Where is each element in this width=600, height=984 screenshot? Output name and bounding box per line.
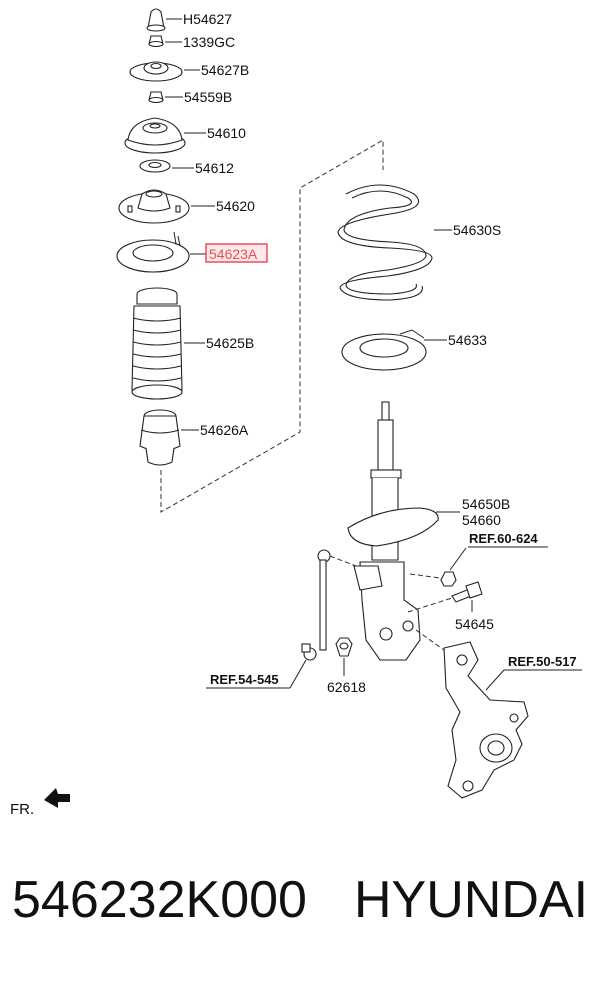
part-spring-54630s[interactable] xyxy=(337,184,433,301)
label-54627b: 54627B xyxy=(201,62,249,78)
ref-54-545[interactable]: REF.54-545 xyxy=(210,672,279,687)
label-54620: 54620 xyxy=(216,198,255,214)
label-1339gc: 1339GC xyxy=(183,34,235,50)
front-marker-label: FR. xyxy=(10,801,34,818)
label-54625b: 54625B xyxy=(206,335,254,351)
part-steering-knuckle[interactable] xyxy=(443,641,529,799)
front-direction-arrow-icon xyxy=(44,788,70,808)
label-54633: 54633 xyxy=(448,332,487,348)
part-pad-54623a[interactable] xyxy=(116,231,190,273)
highlight-box-54623a xyxy=(205,243,268,263)
label-54623a[interactable]: 54623A xyxy=(209,246,258,262)
part-mount-54610[interactable] xyxy=(124,117,186,154)
part-bumper-54626a[interactable] xyxy=(139,409,181,466)
ref-60-624[interactable]: REF.60-624 xyxy=(469,531,538,546)
label-54612: 54612 xyxy=(195,160,234,176)
alignment-guide xyxy=(160,139,384,513)
part-nut-54559b[interactable] xyxy=(148,91,164,104)
ref-50-517[interactable]: REF.50-517 xyxy=(508,654,577,669)
footer-brand: HYUNDAI xyxy=(354,871,589,929)
part-pad-54633[interactable] xyxy=(341,329,427,371)
part-nut-ref-60-624[interactable] xyxy=(440,571,457,587)
part-washer-54627b[interactable] xyxy=(129,61,183,82)
part-seat-54620[interactable] xyxy=(118,189,190,224)
label-54630s: 54630S xyxy=(453,222,501,238)
label-54559b: 54559B xyxy=(184,89,232,105)
footer-part-number: 546232K000 xyxy=(12,871,307,929)
part-stabilizer-link[interactable] xyxy=(301,549,331,661)
part-bolt-54645[interactable] xyxy=(451,581,483,603)
label-54645: 54645 xyxy=(455,616,494,632)
part-bearing-54612[interactable] xyxy=(139,159,171,173)
label-54626a: 54626A xyxy=(200,422,249,438)
label-62618: 62618 xyxy=(327,679,366,695)
label-54610: 54610 xyxy=(207,125,246,141)
label-54650b: 54650B xyxy=(462,496,510,512)
label-54660: 54660 xyxy=(462,512,501,528)
label-h54627: H54627 xyxy=(183,11,232,27)
part-boot-54625b[interactable] xyxy=(131,287,183,400)
part-cap-h54627[interactable] xyxy=(146,8,166,32)
part-nut-62618[interactable] xyxy=(335,637,353,657)
part-nut-1339gc[interactable] xyxy=(148,35,164,48)
part-strut-54650b[interactable] xyxy=(347,401,439,661)
